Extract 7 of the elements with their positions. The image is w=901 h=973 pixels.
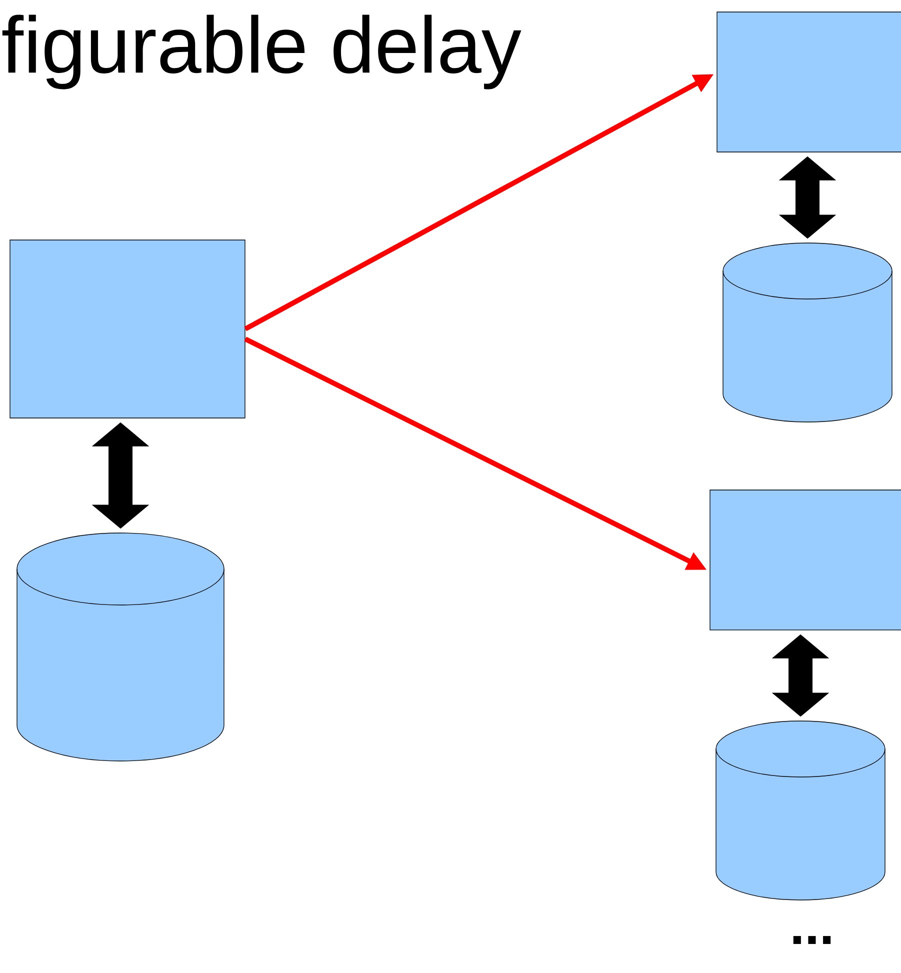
process-box (710, 490, 901, 630)
title: figurable delay (2, 14, 522, 90)
process-box (10, 240, 246, 418)
database-cylinder (722, 242, 892, 422)
database-cylinder (716, 720, 886, 900)
process-box (716, 12, 901, 152)
database-cylinder (16, 532, 224, 762)
